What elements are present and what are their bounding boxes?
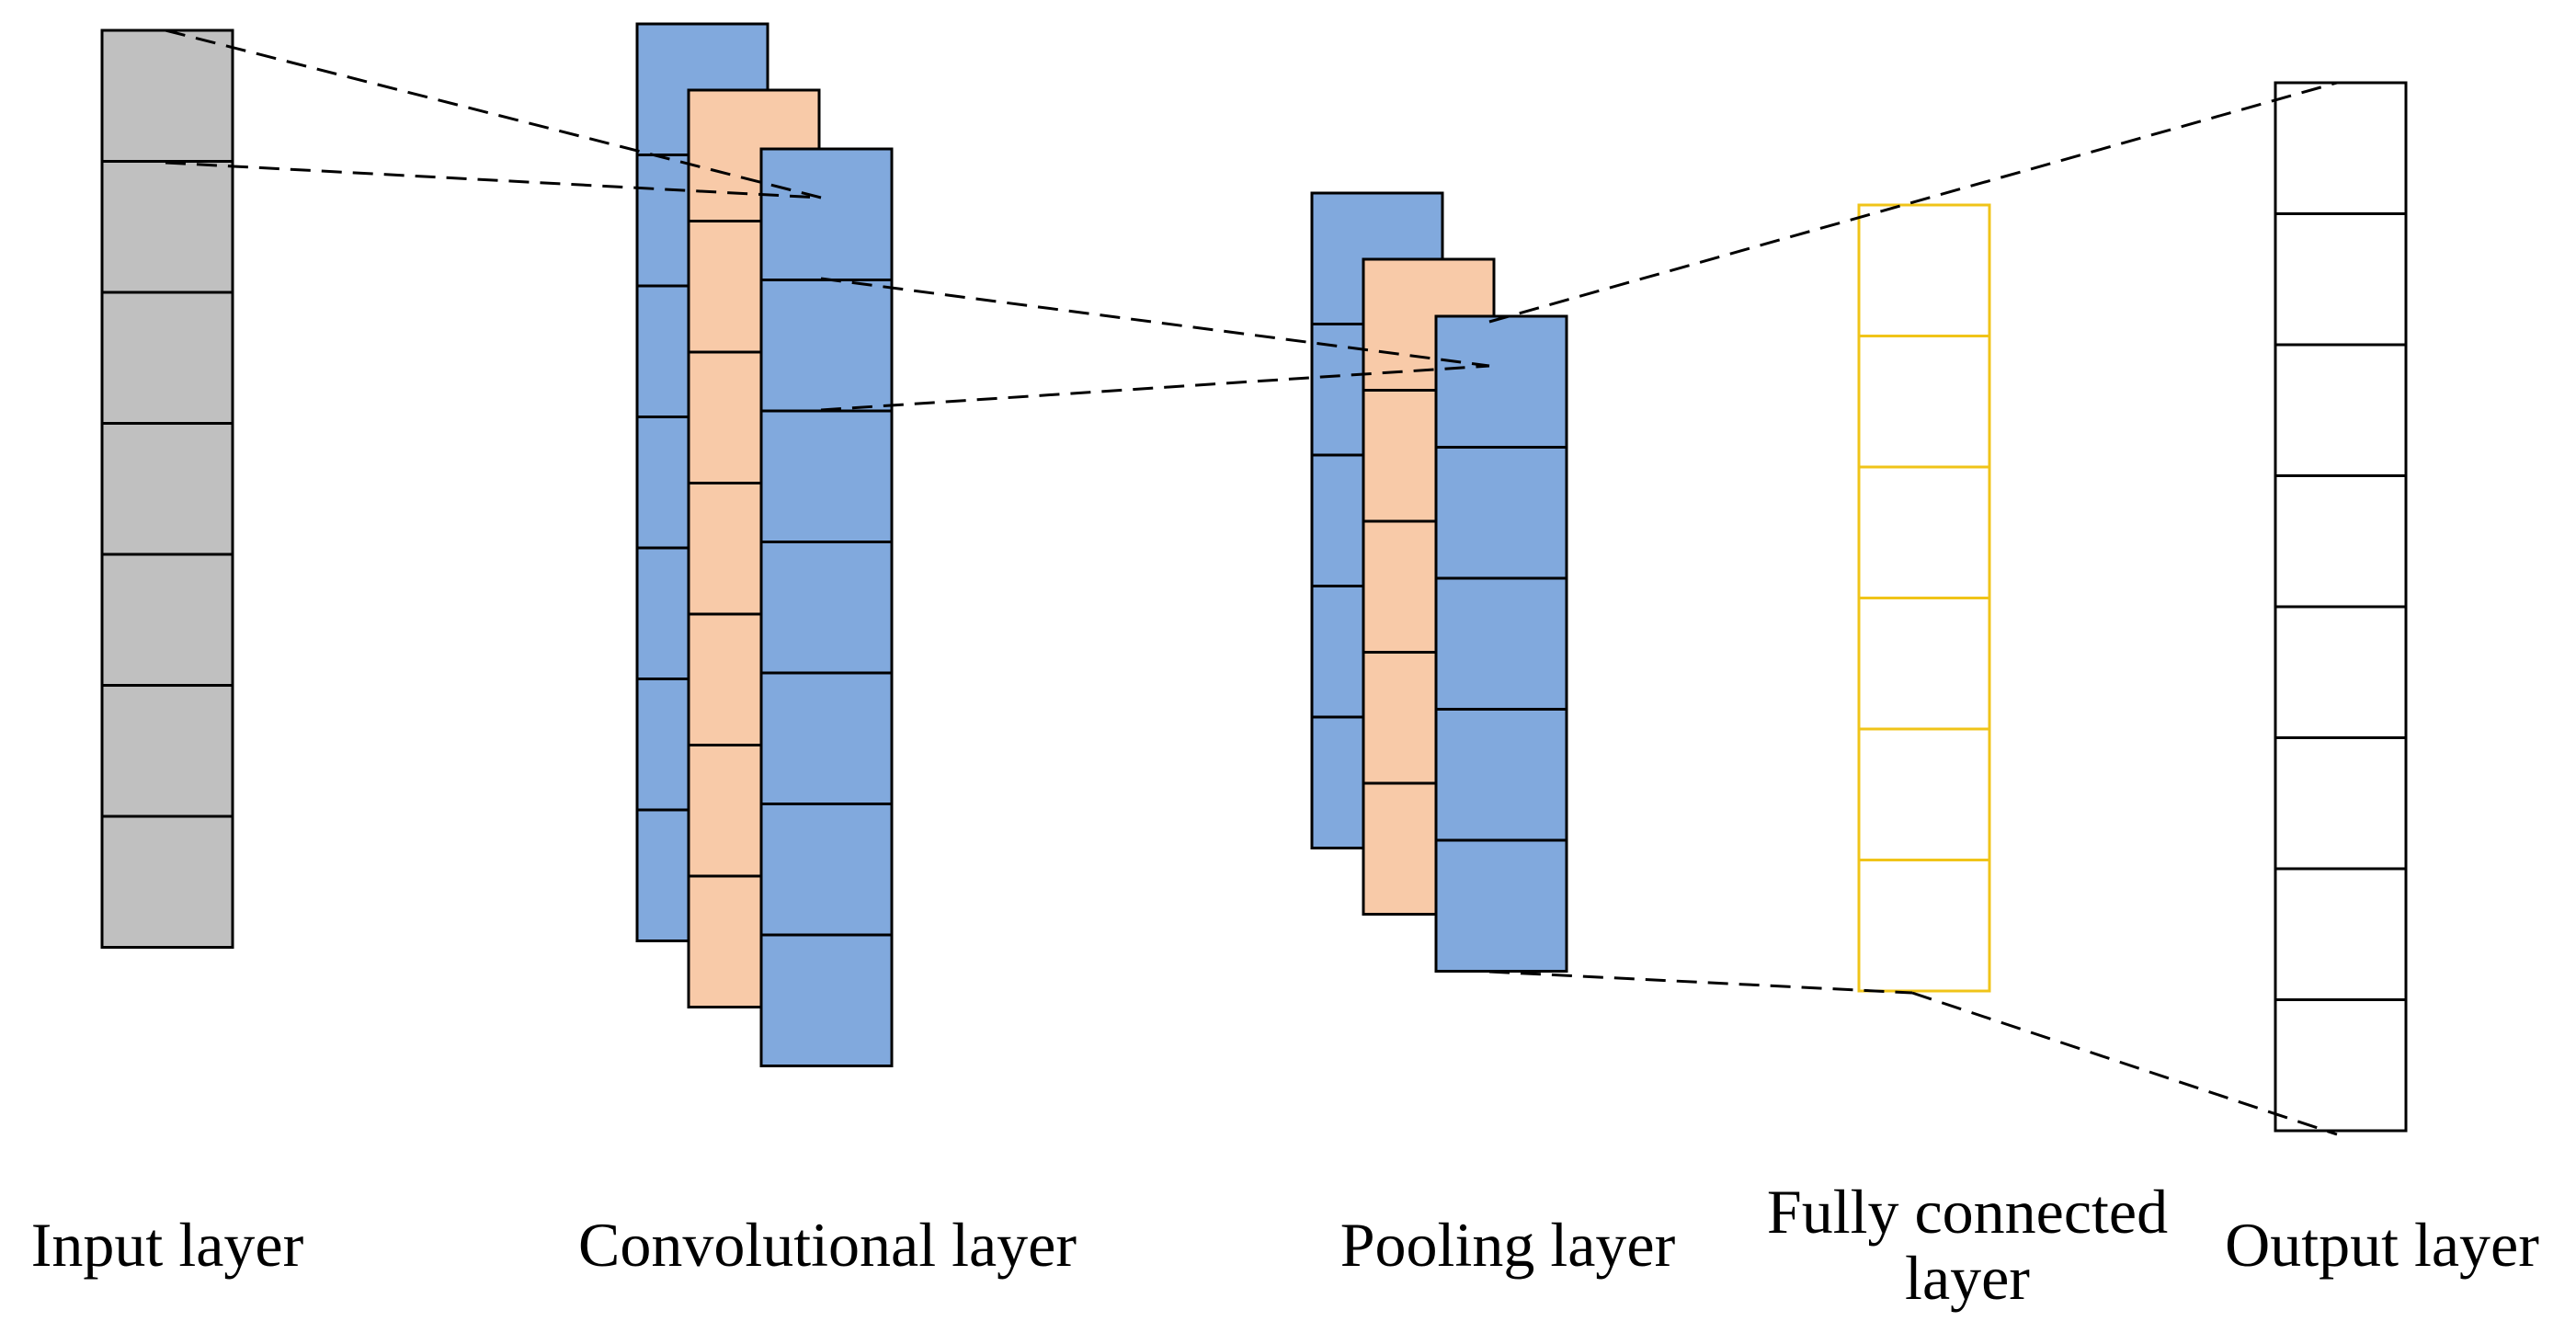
output-cell-column bbox=[2274, 81, 2408, 1133]
dashed-connection-line-4 bbox=[820, 364, 1490, 412]
pool-feature-map-3 bbox=[1434, 314, 1568, 973]
pooling-layer-stack bbox=[1310, 191, 1568, 973]
input-cell-column bbox=[100, 28, 234, 949]
output-layer-column bbox=[2274, 81, 2408, 1133]
conv-feature-map-3-frame bbox=[759, 147, 894, 1067]
connection-lines bbox=[165, 28, 2338, 1136]
fully-connected-layer-column bbox=[1857, 203, 1991, 993]
conv-feature-map-3 bbox=[759, 147, 894, 1067]
dashed-connection-line-1 bbox=[165, 28, 822, 199]
fully-connected-cell-column bbox=[1857, 203, 1991, 993]
dashed-connection-line-2 bbox=[165, 161, 822, 199]
dashed-connection-line-5 bbox=[1488, 81, 2338, 324]
dashed-connection-line-7 bbox=[1911, 991, 2338, 1136]
dashed-connection-line-3 bbox=[820, 277, 1490, 368]
pool-feature-map-3-frame bbox=[1434, 314, 1568, 973]
convolutional-layer-stack bbox=[635, 22, 894, 1067]
input-layer-column bbox=[100, 28, 234, 949]
dashed-connection-line-6 bbox=[1488, 970, 1913, 995]
input-cell-column-frame bbox=[100, 28, 234, 949]
